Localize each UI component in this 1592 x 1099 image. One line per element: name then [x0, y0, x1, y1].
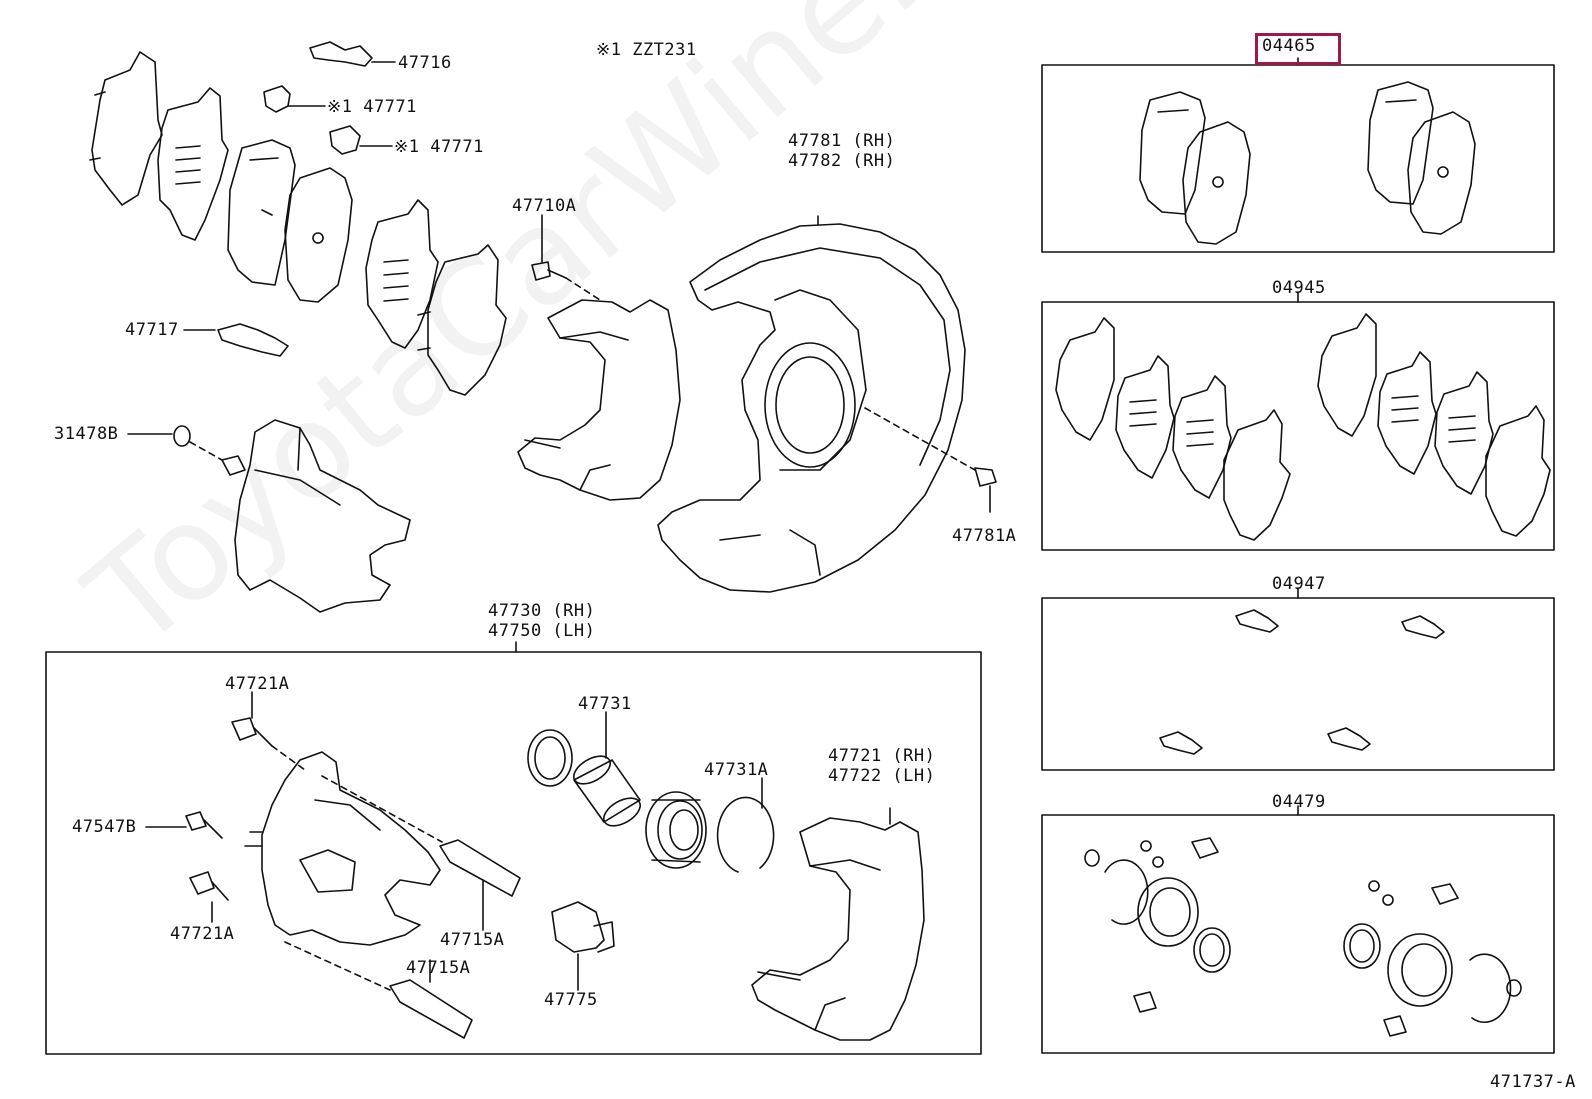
- callout-47750-lh: 47750 (LH): [488, 621, 596, 641]
- dash-47781a: [864, 407, 976, 471]
- cap-31478b: [127, 425, 191, 447]
- pad-left-inner: [284, 167, 353, 303]
- caliper-assembly-box: [45, 651, 982, 1055]
- kit-box-04465: [1041, 64, 1555, 253]
- dash-47721a-top: [271, 745, 306, 771]
- kit-04479-seals-right: [1343, 880, 1522, 1037]
- dust-cover: [657, 215, 966, 593]
- mounting-47721: [751, 807, 925, 1041]
- dash-31478b: [189, 441, 223, 461]
- shim-right-outer: [417, 244, 507, 396]
- kit-box-04479: [1041, 814, 1555, 1054]
- pin-47715a-mid: [439, 839, 521, 931]
- pad-left-outer: [227, 139, 296, 286]
- clip-47771-lower: [329, 125, 393, 155]
- callout-47782-rh: 47782 (RH): [788, 151, 896, 171]
- pin-47715a-bot: [389, 959, 473, 1039]
- kit-04479-seals-left: [1084, 837, 1231, 1013]
- callout-47721-rh: 47721 (RH): [828, 746, 936, 766]
- callout-47730-rh: 47730 (RH): [488, 601, 596, 621]
- shim-right-inner: [365, 199, 439, 349]
- clip-47771-upper: [263, 85, 326, 113]
- bleeder-47547b: [145, 811, 223, 839]
- callout-47547b[interactable]: 47547B: [72, 817, 137, 837]
- callout-47771-lower[interactable]: ※1 47771: [394, 137, 484, 157]
- highlight-frame: [1255, 33, 1341, 65]
- piston-47731: [573, 711, 641, 827]
- callout-47715a-bot[interactable]: 47715A: [406, 958, 471, 978]
- kit-04479-label[interactable]: 04479: [1272, 792, 1326, 812]
- kit-04947-clips: [1159, 609, 1445, 755]
- callout-47717[interactable]: 47717: [125, 320, 179, 340]
- clip-47717: [183, 323, 289, 357]
- kit-04465-pads-right: [1367, 81, 1476, 235]
- callout-47710a[interactable]: 47710A: [512, 196, 577, 216]
- kit-box-04947: [1041, 597, 1555, 771]
- bolt-47781a: [974, 467, 997, 513]
- bushing-47775: [551, 901, 615, 991]
- kit-04945-shims-right: [1317, 313, 1551, 537]
- kit-04465-pads-left: [1139, 91, 1251, 245]
- callout-47781-rh: 47781 (RH): [788, 131, 896, 151]
- dash-lower-pin: [284, 941, 391, 991]
- shim-left-outer: [89, 51, 163, 206]
- note-zzt231: ※1 ZZT231: [596, 40, 697, 60]
- kit-04465-label[interactable]: 04465: [1262, 36, 1316, 56]
- callout-47722-lh: 47722 (LH): [828, 766, 936, 786]
- figure-id: 471737-A: [1490, 1072, 1576, 1092]
- callout-47771-upper[interactable]: ※1 47771: [327, 97, 417, 117]
- kit-04945-label[interactable]: 04945: [1272, 278, 1326, 298]
- callout-47715a-mid[interactable]: 47715A: [440, 930, 505, 950]
- callout-47731[interactable]: 47731: [578, 694, 632, 714]
- callout-47730-47750[interactable]: 47730 (RH) 47750 (LH): [488, 601, 595, 641]
- seal-piston: [527, 729, 573, 787]
- kit-box-04945: [1041, 301, 1555, 551]
- dash-upper-pin: [321, 775, 443, 843]
- shim-left-inner: [157, 87, 229, 241]
- ring-47731a: [716, 777, 775, 873]
- bolt-47710a: [531, 214, 567, 281]
- callout-47775[interactable]: 47775: [544, 990, 598, 1010]
- callout-47716[interactable]: 47716: [398, 53, 452, 73]
- callout-47721-47722[interactable]: 47721 (RH) 47722 (LH): [828, 746, 935, 786]
- callout-47721a-top[interactable]: 47721A: [225, 674, 290, 694]
- callout-47721a-bot[interactable]: 47721A: [170, 924, 235, 944]
- bolt-47721a-top: [231, 691, 273, 747]
- cylinder-body: [234, 419, 411, 613]
- mounting-bracket: [517, 299, 681, 501]
- kit-04945-shims-left: [1055, 317, 1291, 541]
- callout-47781a[interactable]: 47781A: [952, 526, 1017, 546]
- bolt-47721a-bot: [189, 871, 229, 923]
- dash-47710a: [565, 277, 601, 301]
- bleeder-stub: [221, 455, 246, 476]
- callout-47781-47782[interactable]: 47781 (RH) 47782 (RH): [788, 131, 895, 171]
- callout-31478b[interactable]: 31478B: [54, 424, 119, 444]
- clip-47716: [309, 41, 396, 67]
- cylinder-boot: [645, 791, 707, 869]
- caliper-cylinder-lower: [244, 751, 441, 946]
- kit-04947-label[interactable]: 04947: [1272, 574, 1326, 594]
- callout-47731a[interactable]: 47731A: [704, 760, 769, 780]
